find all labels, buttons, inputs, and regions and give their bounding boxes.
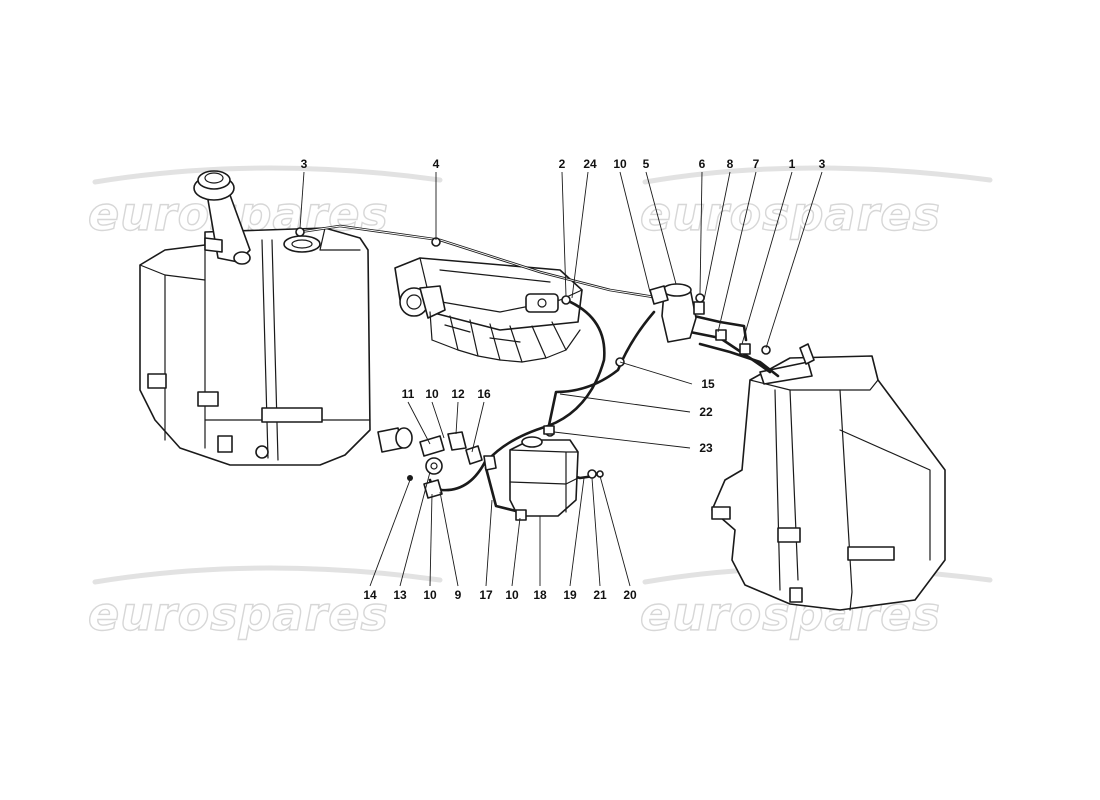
engine-vent-pipe bbox=[486, 298, 606, 462]
watermark-text: eurospares bbox=[640, 187, 941, 241]
callout-16: 16 bbox=[477, 387, 491, 401]
callout-labels: 3 4 2 24 10 5 6 8 7 1 3 15 22 23 11 10 1… bbox=[301, 157, 826, 602]
callout-15: 15 bbox=[701, 377, 715, 391]
watermark-group: eurospares eurospares eurospares eurospa… bbox=[87, 165, 993, 642]
callout-23: 23 bbox=[699, 441, 713, 455]
leader-lines bbox=[299, 171, 823, 587]
callout-18: 18 bbox=[533, 588, 547, 602]
pipe-clip-3 bbox=[295, 227, 305, 237]
callout-17: 17 bbox=[479, 588, 493, 602]
tank-strap-clip bbox=[197, 391, 219, 407]
callout-21: 21 bbox=[593, 588, 607, 602]
callout-22: 22 bbox=[699, 405, 713, 419]
tank-strap-clip bbox=[147, 373, 167, 389]
callout-12: 12 bbox=[451, 387, 465, 401]
tank-drain-boss bbox=[255, 445, 269, 459]
watermark-text: eurospares bbox=[88, 587, 389, 641]
watermark-top-left: eurospares bbox=[87, 165, 443, 242]
pipe-clip-2 bbox=[561, 295, 571, 305]
canister-feed-pipe bbox=[546, 310, 656, 432]
callout-10: 10 bbox=[613, 157, 627, 171]
callout-8: 8 bbox=[727, 157, 734, 171]
fitting-11 bbox=[419, 435, 445, 457]
watermark-bottom-left: eurospares bbox=[87, 565, 443, 642]
callout-3-right: 3 bbox=[819, 157, 826, 171]
tank-drain-plug bbox=[217, 435, 233, 453]
separator-pipe-third bbox=[698, 342, 780, 378]
vapour-separator bbox=[649, 283, 751, 355]
engine-intake-plenum bbox=[394, 257, 583, 363]
washer-14 bbox=[407, 475, 413, 481]
left-fuel-tank bbox=[139, 170, 413, 466]
canister-link-pipe bbox=[484, 466, 522, 514]
callout-1: 1 bbox=[789, 157, 796, 171]
watermark-text: eurospares bbox=[88, 187, 389, 241]
tank-strap bbox=[847, 546, 895, 561]
callout-5: 5 bbox=[643, 157, 650, 171]
fitting-21 bbox=[587, 469, 597, 479]
callout-6: 6 bbox=[699, 157, 706, 171]
small-fittings bbox=[295, 227, 815, 499]
callout-10-upper: 10 bbox=[425, 387, 439, 401]
callout-20: 20 bbox=[623, 588, 637, 602]
callout-10-canister: 10 bbox=[505, 588, 519, 602]
watermark-top-right: eurospares bbox=[639, 165, 993, 242]
tank-drain-plug bbox=[789, 587, 803, 603]
hose-clamp bbox=[423, 479, 443, 499]
union-16 bbox=[465, 445, 483, 465]
callout-10-lower: 10 bbox=[423, 588, 437, 602]
separator-bolt bbox=[693, 301, 705, 315]
callout-3: 3 bbox=[301, 157, 308, 171]
callout-13: 13 bbox=[393, 588, 407, 602]
check-valve bbox=[425, 457, 443, 475]
pipe-clip-3b bbox=[761, 345, 771, 355]
callout-2: 2 bbox=[559, 157, 566, 171]
vent-stub bbox=[799, 343, 815, 365]
carbon-canister bbox=[509, 427, 579, 521]
callout-7: 7 bbox=[753, 157, 760, 171]
tank-strap bbox=[261, 407, 323, 423]
callout-19: 19 bbox=[563, 588, 577, 602]
union-12 bbox=[447, 431, 467, 451]
tank-sender-port bbox=[283, 235, 321, 253]
tank-strap-clip bbox=[777, 527, 801, 543]
callout-14: 14 bbox=[363, 588, 377, 602]
canister-bottom-port bbox=[515, 509, 527, 521]
pipe-clip bbox=[739, 343, 751, 355]
intake-flange bbox=[525, 293, 559, 313]
callout-9: 9 bbox=[455, 588, 462, 602]
tank-strap-clip bbox=[711, 506, 731, 520]
tank-top-fitting bbox=[759, 361, 813, 385]
pipe-clip bbox=[715, 329, 727, 341]
callout-24: 24 bbox=[583, 157, 597, 171]
separator-pipe-lower bbox=[688, 330, 772, 374]
callout-4: 4 bbox=[433, 157, 440, 171]
right-fuel-tank bbox=[711, 355, 946, 611]
fitting-23 bbox=[543, 425, 555, 435]
callout-11: 11 bbox=[402, 387, 415, 401]
